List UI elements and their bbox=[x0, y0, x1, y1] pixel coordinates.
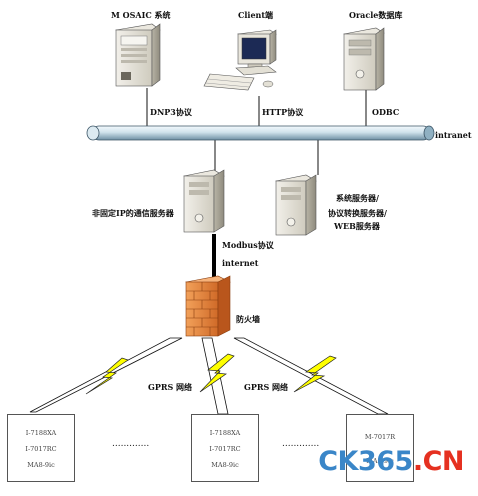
field-device-1: I-7188XA I-7017RC MA8-9ic bbox=[7, 414, 75, 482]
device-model-1: I-7188XA bbox=[25, 429, 57, 437]
gprs-label-left: GPRS 网络 bbox=[148, 382, 193, 392]
mosaic-server-icon bbox=[115, 23, 161, 87]
dnp3-label: DNP3协议 bbox=[150, 107, 192, 117]
ck365-watermark-logo: CK365.CN bbox=[318, 446, 464, 477]
device-sensor-2: MA8-9ic bbox=[211, 461, 239, 469]
comm-server-icon bbox=[183, 169, 225, 233]
lightning-icon-center bbox=[199, 353, 235, 393]
mosaic-label: M OSAIC 系统 bbox=[111, 10, 171, 20]
top-connectors bbox=[146, 88, 367, 175]
http-label: HTTP协议 bbox=[262, 107, 304, 117]
intranet-bus bbox=[86, 125, 435, 141]
oracle-server-icon bbox=[343, 27, 385, 91]
device-sensor-1: MA8-9ic bbox=[27, 461, 55, 469]
system-server-label-2: 协议转换服务器/ bbox=[328, 208, 387, 218]
gprs-links bbox=[29, 337, 389, 415]
device-ellipsis-1: ............. bbox=[112, 439, 150, 449]
watermark-suffix: CN bbox=[422, 446, 465, 477]
internet-label: internet bbox=[222, 258, 259, 268]
device-sensor-3: MA8-9ic bbox=[366, 457, 394, 465]
modbus-label: Modbus协议 bbox=[222, 240, 274, 250]
client-label: Client端 bbox=[238, 10, 274, 20]
device-module-1: I-7017RC bbox=[25, 445, 57, 453]
lightning-icon-right bbox=[293, 355, 337, 393]
lightning-icons bbox=[85, 353, 337, 395]
device-model-2: I-7188XA bbox=[209, 429, 241, 437]
firewall-icon bbox=[185, 275, 231, 337]
field-device-3: M-7017R MA8-9ic bbox=[346, 414, 414, 482]
device-ellipsis-2: ............. bbox=[282, 439, 320, 449]
system-server-label-1: 系统服务器/ bbox=[336, 193, 379, 203]
watermark-dot: . bbox=[412, 446, 423, 477]
oracle-label: Oracle数据库 bbox=[349, 10, 403, 20]
device-module-2: I-7017RC bbox=[209, 445, 241, 453]
client-computer-icon bbox=[203, 29, 277, 91]
device-model-3: M-7017R bbox=[364, 433, 396, 441]
intranet-label: intranet bbox=[435, 130, 472, 140]
lightning-icon-left bbox=[85, 357, 129, 395]
system-server-label-3: WEB服务器 bbox=[334, 221, 380, 231]
comm-server-label: 非固定IP的通信服务器 bbox=[92, 208, 174, 218]
odbc-label: ODBC bbox=[372, 107, 400, 117]
field-device-2: I-7188XA I-7017RC MA8-9ic bbox=[191, 414, 259, 482]
watermark-main: CK365 bbox=[318, 446, 413, 477]
system-server-icon bbox=[275, 174, 317, 236]
gprs-label-right: GPRS 网络 bbox=[244, 382, 289, 392]
firewall-label: 防火墙 bbox=[236, 314, 260, 324]
